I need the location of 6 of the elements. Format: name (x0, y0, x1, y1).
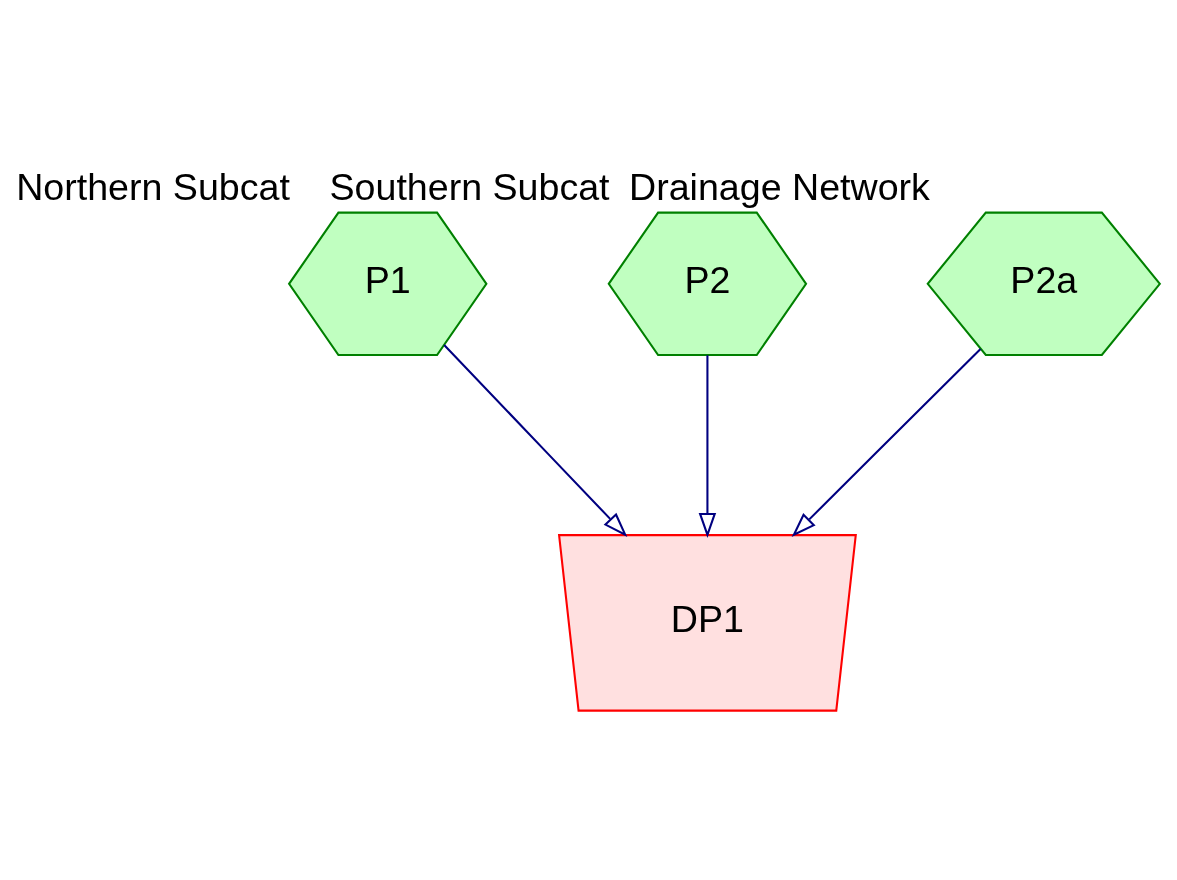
arrow (791, 347, 982, 537)
arrow (443, 343, 628, 537)
node-label: Drainage Network (629, 165, 930, 208)
node-label: Southern Subcat (329, 165, 610, 208)
node-label: Northern Subcat (16, 165, 290, 208)
arrow (698, 354, 717, 538)
